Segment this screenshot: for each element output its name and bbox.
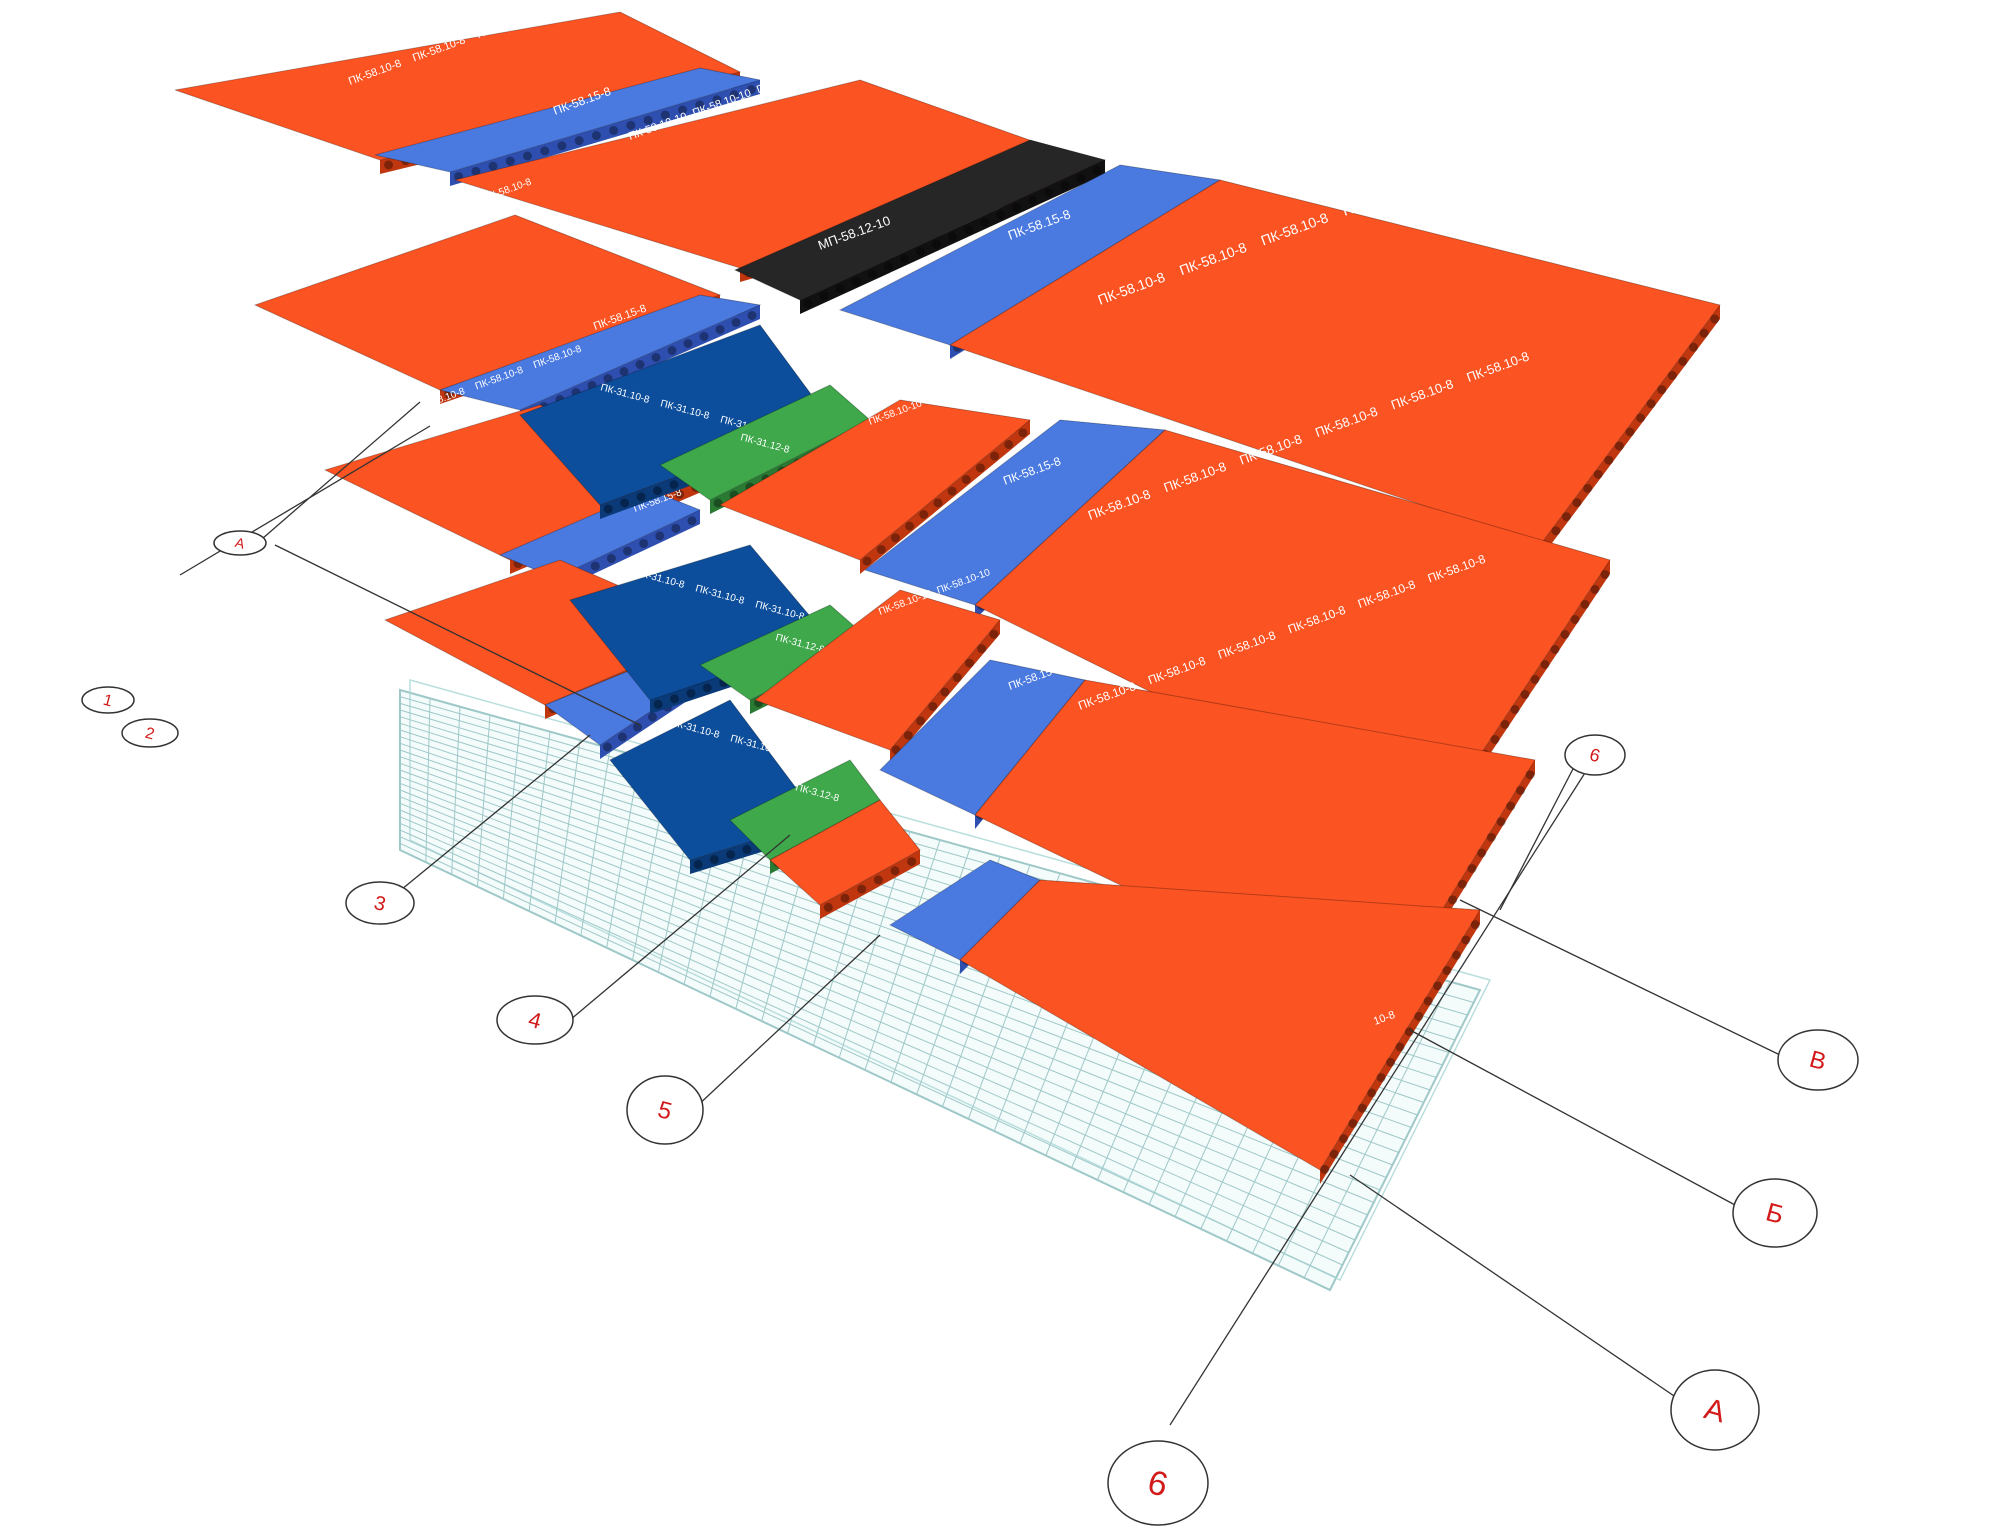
axis-leader-v [1459, 899, 1781, 1056]
slab-top-left-blue: ПК-58.15-8 [374, 67, 761, 186]
axis-leader-3 [384, 734, 591, 904]
slab-mark-label: ПК-58.10-8 [424, 198, 475, 226]
slab-mark-label: ПК-58.10-8 [357, 407, 408, 435]
axis-leader-4 [569, 834, 791, 1021]
slab-bottom-right-orange: 10-8 [959, 879, 1481, 1184]
axis-leader-6-top [1499, 764, 1576, 911]
slab-mark-label: ПК-58.10-8 [1340, 180, 1412, 219]
slab-mark-label: ПК-58.10-10 [755, 64, 817, 96]
axis-leader-a-top [274, 544, 641, 726]
slab-mid-right-orange: ПК-58.10-8ПК-58.10-8ПК-58.10-8ПК-58.10-8… [974, 349, 1611, 844]
slab-top-right-orange: ПК-58.10-8ПК-58.10-8ПК-58.10-8ПК-58.10-8… [948, 120, 1721, 559]
slab-mark-label: ПК-58.10-8 [1503, 120, 1575, 159]
axis-bubble-6-small: 6 [1564, 734, 1626, 776]
axis-leader-1 [254, 401, 421, 546]
axis-bubble-b: Б [1732, 1178, 1818, 1248]
axis-bubble-3: 3 [345, 881, 415, 925]
axis-bubble-a-small: А [213, 530, 267, 556]
axis-label: В [1807, 1046, 1829, 1076]
axis-leader-5 [694, 934, 881, 1109]
axis-bubble-2: 2 [121, 718, 179, 748]
axis-bubble-a: А [1670, 1369, 1760, 1451]
axis-label: 3 [372, 892, 388, 916]
axis-label: 1 [101, 692, 114, 711]
axis-label: 2 [143, 725, 156, 744]
slab-mark-label: ПК-58.10-8 [1422, 150, 1494, 189]
axis-leader-b [1409, 1029, 1736, 1206]
axis-bubble-v: В [1777, 1029, 1859, 1091]
axis-leader-6-bottom [1169, 764, 1591, 1426]
slab-mark-label: ПК-58.10-10 [819, 41, 881, 73]
axis-label: 6 [1587, 744, 1602, 766]
slab-bottom-orange-small [769, 799, 921, 919]
slab-mark-label: ПК-58.10-10 [926, 377, 983, 407]
axis-bubble-4: 4 [496, 995, 574, 1045]
slab-mark-label: ПК-58.10-8 [366, 219, 417, 247]
axis-bubble-1: 1 [81, 686, 135, 714]
axis-bubble-6: 6 [1107, 1440, 1209, 1526]
slab-top-black: МП-58.12-10 [733, 139, 1107, 314]
slab-mark-label: ПК-58.10-8 [307, 240, 358, 268]
slab-mark-label: ПК-58.10-8 [539, 0, 595, 18]
axis-bubble-5: 5 [626, 1075, 704, 1145]
axis-leader-a [1349, 1174, 1681, 1401]
